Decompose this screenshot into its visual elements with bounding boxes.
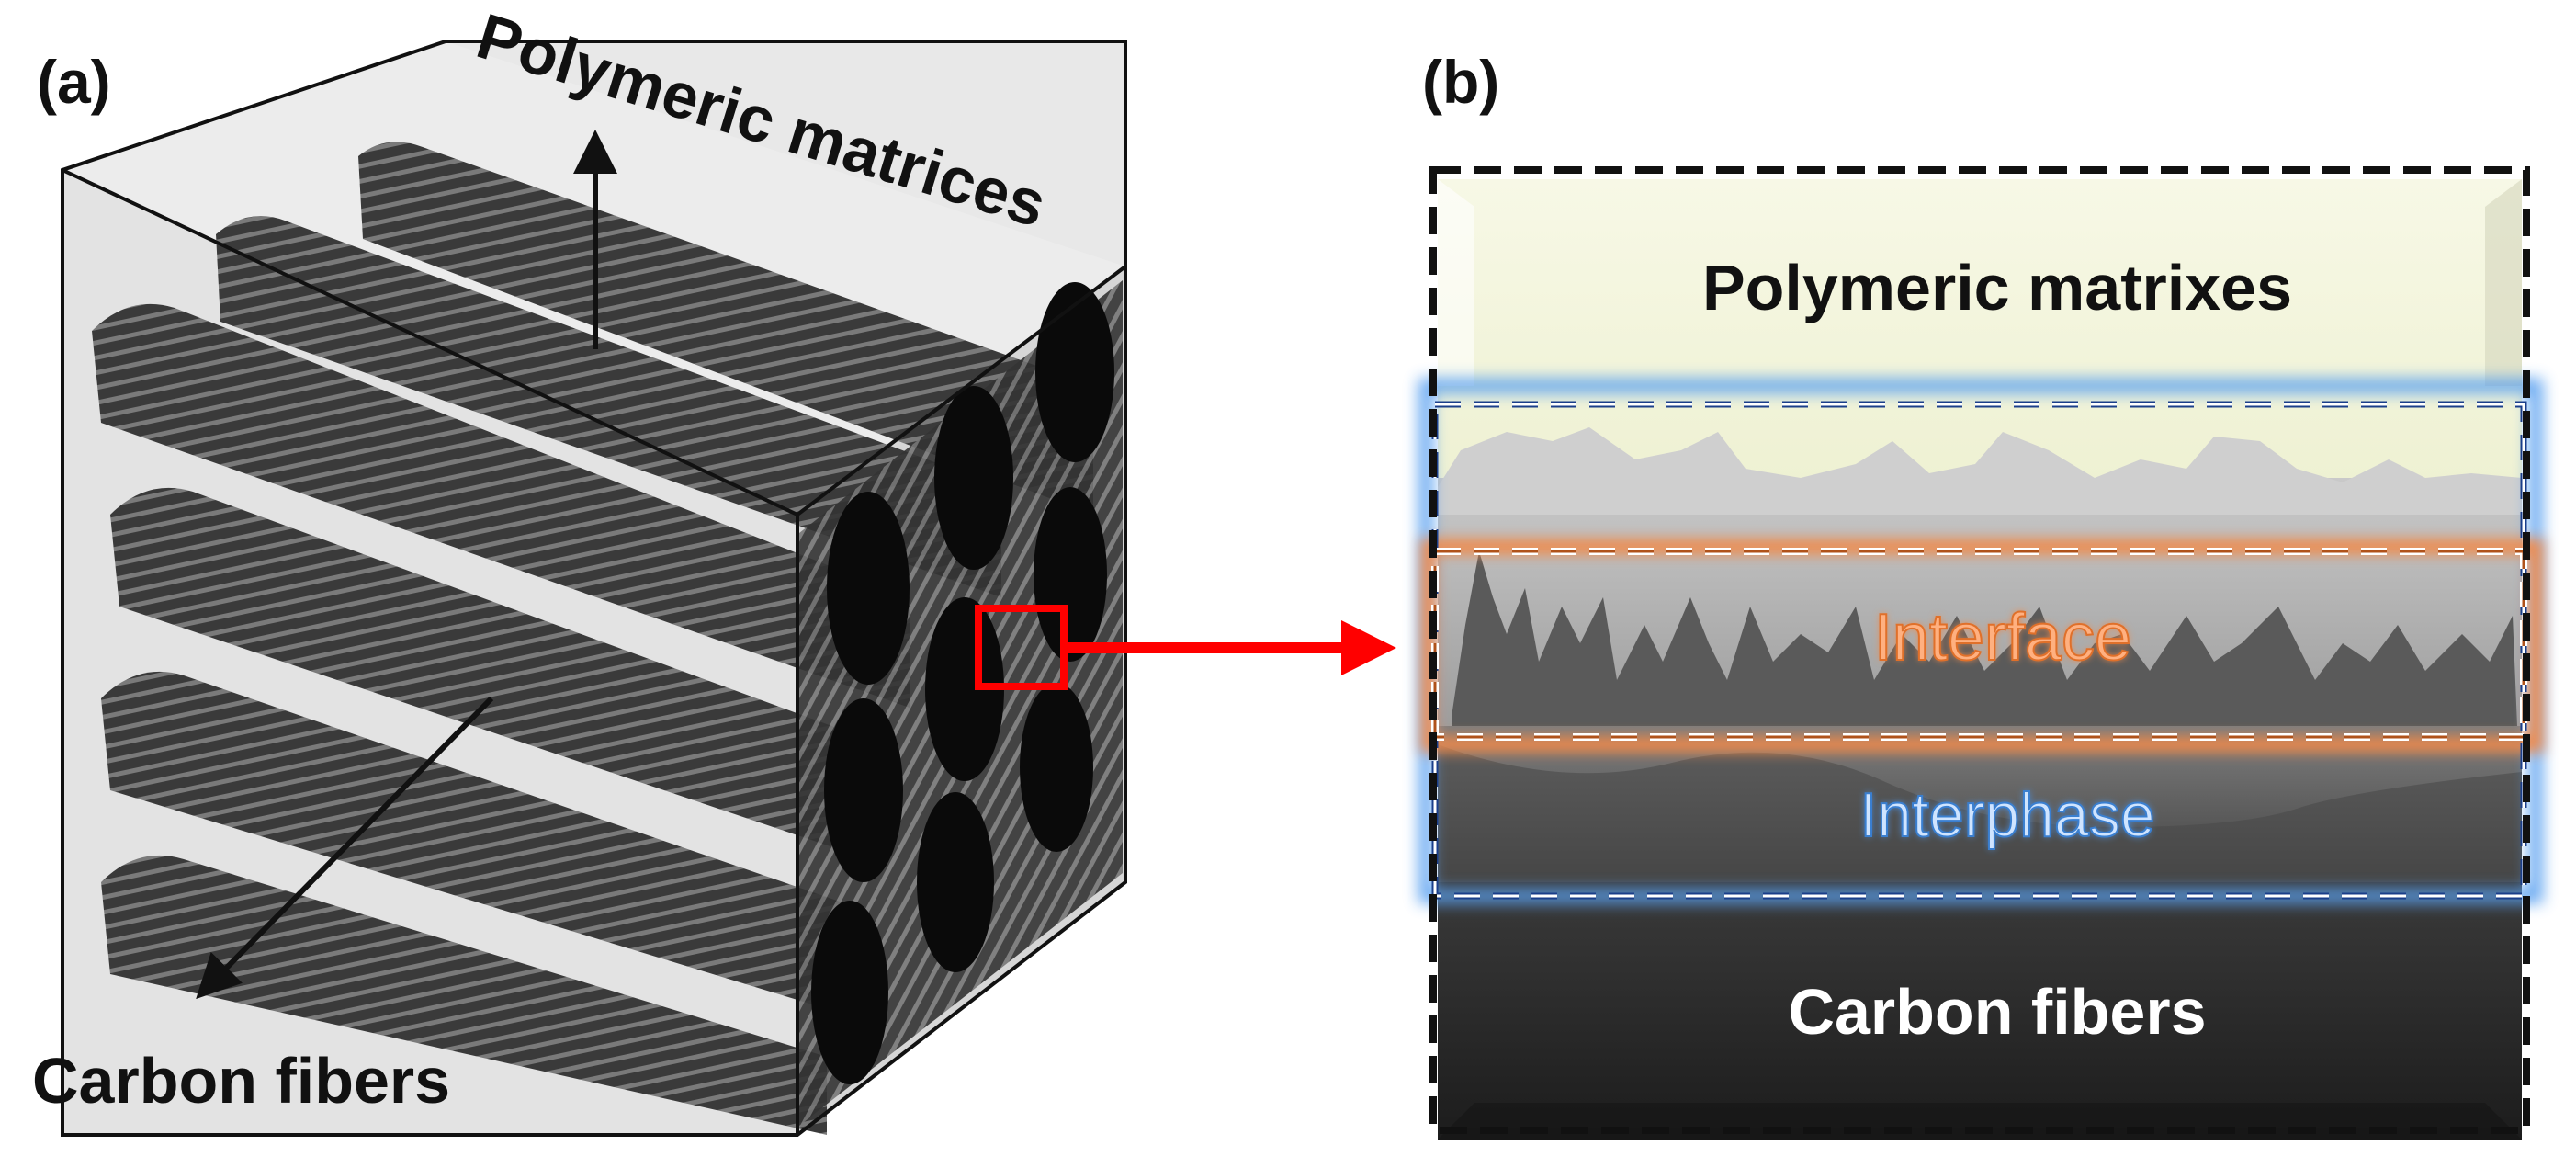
zoom-arrow-head xyxy=(1341,620,1396,675)
fiber-rod xyxy=(101,855,827,1135)
fiber-rod xyxy=(92,303,910,708)
fiber-rod xyxy=(358,142,1093,515)
interphase-label: Interphase xyxy=(1859,780,2154,850)
fiber-end xyxy=(1035,282,1114,462)
fiber-end xyxy=(827,492,910,685)
interface-glow xyxy=(1420,539,2544,753)
fiber-end xyxy=(824,698,903,882)
panel-b-label: (b) xyxy=(1422,48,1499,116)
matrix-layer-label: Polymeric matrixes xyxy=(1702,252,2292,323)
fiber-ends xyxy=(811,282,1114,1084)
fiber-arrow xyxy=(196,696,494,1000)
fiber-rod xyxy=(110,487,882,864)
interface-dashed-inner xyxy=(1433,550,2525,739)
matrix-box-edges xyxy=(61,40,1127,1137)
fiber-rod xyxy=(101,671,864,1020)
panel-b-frame xyxy=(1429,166,2530,1134)
carbon-fibers-label: Carbon fibers xyxy=(32,1045,450,1117)
interface-label: Interface xyxy=(1874,601,2131,675)
fiber-rod xyxy=(216,216,1001,597)
panel-a-label: (a) xyxy=(37,48,111,116)
fiber-end xyxy=(1034,487,1107,662)
fiber-end xyxy=(811,901,888,1084)
carbon-layer-label: Carbon fibers xyxy=(1788,976,2206,1048)
rough-surface xyxy=(1438,427,2522,515)
carbon-fiber-layer xyxy=(1438,882,2522,1140)
matrix-layer xyxy=(1438,179,2522,492)
interface-label-glow: Interface xyxy=(1874,601,2131,675)
fiber-end xyxy=(925,597,1004,781)
panel-a: (a) xyxy=(32,0,1396,1137)
zoom-box xyxy=(975,605,1068,690)
interface-spikes xyxy=(1452,551,2517,735)
interphase-label-glow: Interphase xyxy=(1859,780,2154,850)
fiber-end xyxy=(917,792,994,972)
panel-b: (b) Poly xyxy=(1418,48,2544,1140)
fiber-end xyxy=(1020,683,1093,852)
fiber-bundle xyxy=(92,142,1123,1135)
fiber-end xyxy=(934,386,1013,570)
